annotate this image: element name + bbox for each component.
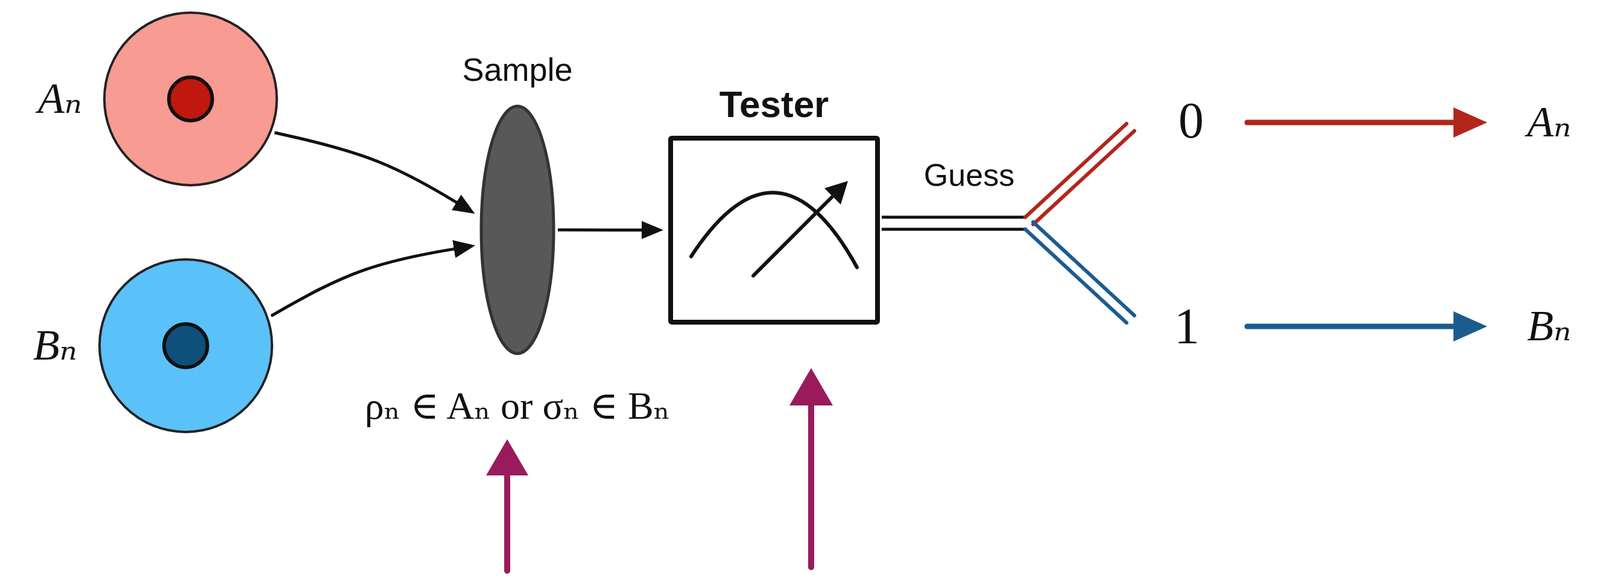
output-arrow-head-1: [1453, 311, 1488, 342]
source-disc: [104, 12, 277, 186]
branch-wire-0: [1025, 123, 1127, 218]
node-label: Tester: [719, 83, 830, 125]
node-label: Bₙ: [33, 321, 78, 370]
output-arrow-head-0: [1453, 107, 1488, 138]
output-wire: [881, 215, 1027, 219]
flow-arrow: [271, 246, 472, 316]
flow-arrow: [274, 132, 471, 212]
formula-label: ρₙ ∈ Aₙ or σₙ ∈ Bₙ: [364, 384, 671, 427]
node-label: Sample: [461, 51, 573, 88]
output-label: Bₙ: [1527, 302, 1572, 350]
source-circle: Bₙ: [97, 257, 274, 434]
source-dot: [164, 323, 208, 368]
pointer-arrow: [808, 401, 815, 567]
source-dot: [168, 77, 213, 121]
output-label: 0: [1178, 92, 1204, 149]
sample-ellipse: Sample: [479, 104, 556, 356]
source-circle: Aₙ: [102, 10, 279, 187]
gauge-needle-head: [824, 180, 848, 205]
branch-wire-1: [1025, 229, 1127, 323]
branch-wire-1: [1033, 221, 1135, 316]
output-wire: [881, 227, 1027, 231]
sample-shape: [481, 106, 554, 354]
node-shape: [102, 10, 279, 187]
pointer-arrow: [504, 470, 511, 571]
node-label: Aₙ: [37, 74, 83, 123]
gauge-needle: [753, 193, 836, 276]
output-arrow-1: [1247, 323, 1460, 330]
tester-box: Tester: [668, 135, 880, 325]
output-label: 1: [1174, 298, 1200, 355]
node-shape: [479, 104, 556, 356]
source-disc: [99, 259, 272, 432]
output-label: Aₙ: [1527, 98, 1572, 146]
branch-wire-0: [1033, 130, 1135, 225]
node-shape: [97, 257, 274, 434]
flow-arrow: [557, 228, 659, 232]
pointer-arrow-head: [486, 439, 529, 476]
pointer-arrow-head: [789, 367, 833, 406]
wire-label: Guess: [923, 158, 1015, 193]
output-arrow-0: [1247, 120, 1460, 126]
